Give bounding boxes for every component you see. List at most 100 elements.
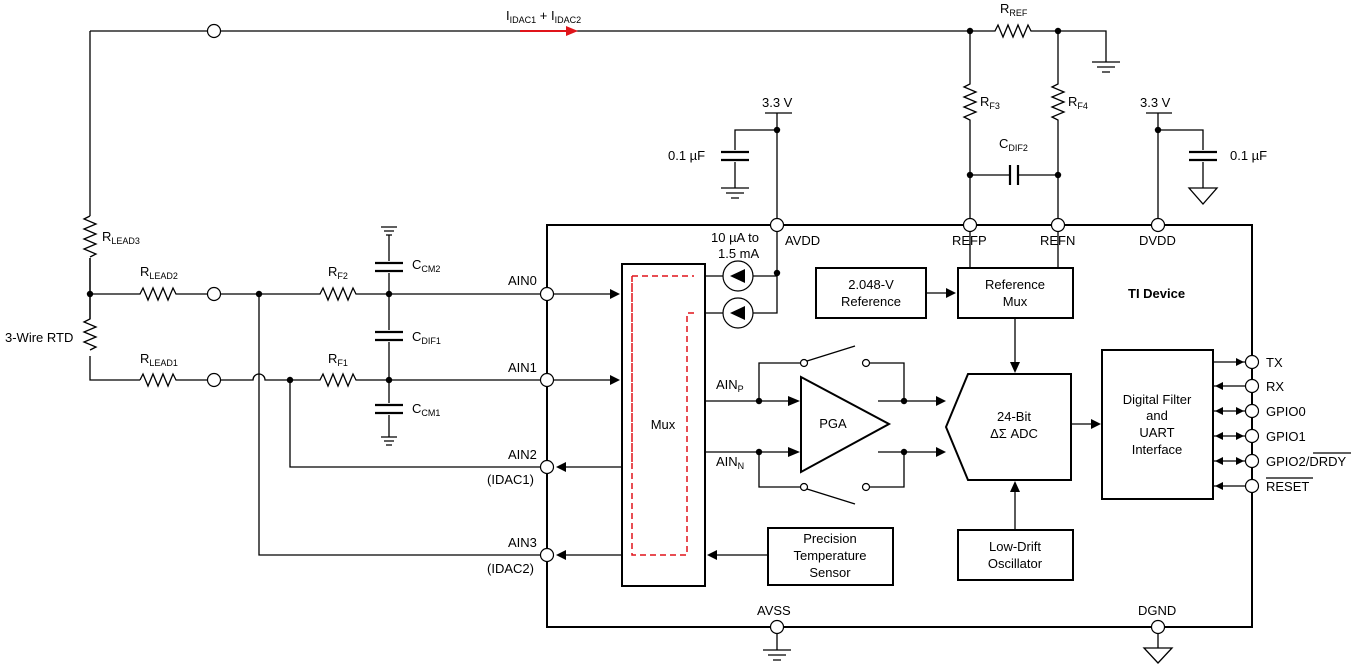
dgnd-pin — [1150, 619, 1166, 635]
rlead3-label: RLEAD3 — [102, 229, 140, 246]
avss-label: AVSS — [757, 603, 791, 618]
avdd-cap-label: 0.1 µF — [668, 148, 705, 163]
idac-range-line1: 10 µA to — [711, 230, 759, 245]
cdif1-label: CDIF1 — [412, 329, 441, 346]
ain2-label: AIN2 — [508, 447, 537, 462]
ain2-pin — [539, 459, 555, 475]
input-filter: RF2 RF1 CCM2 CDIF1 CCM1 — [221, 226, 540, 556]
idac-range-line2: 1.5 mA — [718, 246, 760, 261]
refn-pin — [1050, 217, 1066, 233]
ain0-pin — [539, 286, 555, 302]
ref2048-line1: 2.048-V — [848, 277, 894, 292]
adc-line1: 24-Bit — [997, 409, 1031, 424]
reset-pin — [1244, 478, 1260, 494]
gpio1-label: GPIO1 — [1266, 429, 1306, 444]
lead2-terminal — [206, 286, 222, 302]
ain0-label: AIN0 — [508, 273, 537, 288]
lead3-terminal — [206, 23, 222, 39]
gpio1-pin — [1244, 428, 1260, 444]
rtd-resistor — [82, 258, 98, 351]
rref-label: RREF — [1000, 1, 1028, 18]
mux-label: Mux — [651, 417, 676, 432]
digital-line4: Interface — [1132, 442, 1183, 457]
adc-block: 24-Bit ΔΣ ADC — [944, 373, 1101, 481]
tx-label: TX — [1266, 355, 1283, 370]
digital-filter-block: Digital Filter and UART Interface — [1101, 349, 1214, 500]
rf1-label: RF1 — [328, 351, 348, 368]
rf3-label: RF3 — [980, 94, 1000, 111]
rtd-network: RLEAD3 3-Wire RTD RLEAD2 RLEAD1 — [5, 215, 222, 388]
gpio0-label: GPIO0 — [1266, 404, 1306, 419]
idac-route-dashed — [631, 275, 694, 556]
oscillator-block: Low-Drift Oscillator — [957, 481, 1074, 581]
dvdd-pin-label: DVDD — [1139, 233, 1176, 248]
ainp-label: AINP — [716, 377, 744, 394]
gpio0-pin — [1244, 403, 1260, 419]
ainn-label: AINN — [716, 454, 744, 471]
digital-line1: Digital Filter — [1123, 392, 1192, 407]
refp-pin-label: REFP — [952, 233, 987, 248]
temp-sensor-block: Precision Temperature Sensor — [707, 527, 894, 586]
ain3-alt-label: (IDAC2) — [487, 561, 534, 576]
ain2-alt-label: (IDAC1) — [487, 472, 534, 487]
left-pins: AIN0 AIN1 AIN2 (IDAC1) AIN3 (IDAC2) — [487, 273, 555, 576]
avdd-pin-label: AVDD — [785, 233, 820, 248]
rlead2-resistor — [90, 286, 207, 302]
mux-block: Mux — [554, 263, 706, 587]
temp-line2: Temperature — [794, 548, 867, 563]
temp-line3: Sensor — [809, 565, 851, 580]
pga-label: PGA — [819, 416, 847, 431]
ccm1-label: CCM1 — [412, 401, 440, 418]
top-pins: AVDD REFP REFN DVDD — [769, 217, 1176, 248]
rlead3-resistor — [82, 215, 98, 258]
rlead1-resistor — [139, 372, 207, 388]
ref-2048-block: 2.048-V Reference — [815, 267, 956, 319]
bottom-pins: AVSS DGND — [757, 603, 1176, 664]
temp-line1: Precision — [803, 531, 856, 546]
ref-mux-block: Reference Mux — [957, 231, 1074, 373]
osc-line2: Oscillator — [988, 556, 1043, 571]
avss-pin — [769, 619, 785, 635]
refmux-line2: Mux — [1003, 294, 1028, 309]
ain1-pin — [539, 372, 555, 388]
rlead1-label: RLEAD1 — [140, 351, 178, 368]
digital-line3: UART — [1139, 425, 1174, 440]
pga-amplifier — [800, 375, 892, 474]
avdd-supply: 3.3 V 0.1 µF — [668, 95, 793, 219]
rlead2-label: RLEAD2 — [140, 264, 178, 281]
dvdd-supply-label: 3.3 V — [1140, 95, 1171, 110]
lead1-terminal — [206, 372, 222, 388]
ain3-label: AIN3 — [508, 535, 537, 550]
reset-label: RESET — [1266, 479, 1309, 494]
current-arrow-icon — [566, 26, 578, 36]
rref-resistor: RREF — [970, 1, 1120, 73]
ccm2-label: CCM2 — [412, 257, 440, 274]
ain1-label: AIN1 — [508, 360, 537, 375]
reference-filter: RF3 RF4 CDIF2 — [962, 27, 1088, 219]
gpio2-label: GPIO2/DRDY — [1266, 454, 1347, 469]
cdif2-label: CDIF2 — [999, 136, 1028, 153]
osc-line1: Low-Drift — [989, 539, 1041, 554]
dgnd-label: DGND — [1138, 603, 1176, 618]
gpio2-pin — [1244, 453, 1260, 469]
idac-sources: 10 µA to 1.5 mA — [705, 230, 781, 329]
excitation-current-path: IIDAC1 + IIDAC2 — [89, 8, 970, 381]
rx-pin — [1244, 378, 1260, 394]
digital-line2: and — [1146, 408, 1168, 423]
current-label: IIDAC1 + IIDAC2 — [506, 8, 581, 25]
right-pins: TX RX GPIO0 GPIO1 GPIO2/DRDY RESET — [1213, 354, 1351, 494]
device-label: TI Device — [1128, 286, 1185, 301]
pga-section: AINP AINN PGA — [705, 345, 946, 505]
dvdd-pin — [1150, 217, 1166, 233]
refmux-line1: Reference — [985, 277, 1045, 292]
adc-line2: ΔΣ ADC — [990, 426, 1038, 441]
ref2048-line2: Reference — [841, 294, 901, 309]
rx-label: RX — [1266, 379, 1284, 394]
rf4-label: RF4 — [1068, 94, 1088, 111]
refp-pin — [962, 217, 978, 233]
ti-device: TI Device — [546, 224, 1253, 628]
rf2-label: RF2 — [328, 264, 348, 281]
tx-pin — [1244, 354, 1260, 370]
avdd-pin — [769, 217, 785, 233]
